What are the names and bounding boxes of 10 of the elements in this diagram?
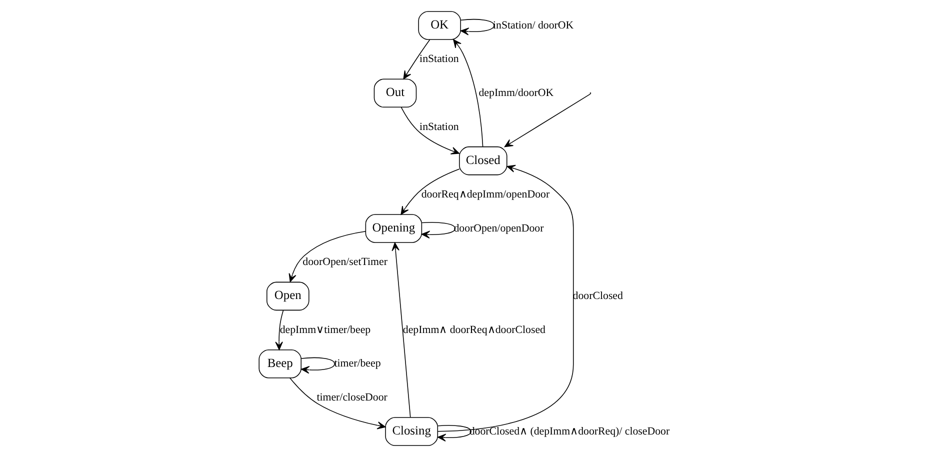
edge-label: inStation — [419, 53, 458, 66]
edge-label: doorOpen/setTimer — [302, 256, 387, 268]
edge-label: timer/beep — [334, 358, 380, 370]
edge-label: inStation — [419, 120, 458, 133]
edge-label: doorClosed — [572, 290, 622, 302]
edge-label: depImm∨timer/beep — [279, 324, 370, 336]
edge-label: depImm∧ doorReq∧doorClosed — [402, 324, 545, 336]
edge-label: timer/closeDoor — [316, 392, 387, 404]
edge-label: doorReq∧depImm/openDoor — [420, 188, 550, 201]
edge-label: depImm/doorOK — [478, 87, 554, 100]
